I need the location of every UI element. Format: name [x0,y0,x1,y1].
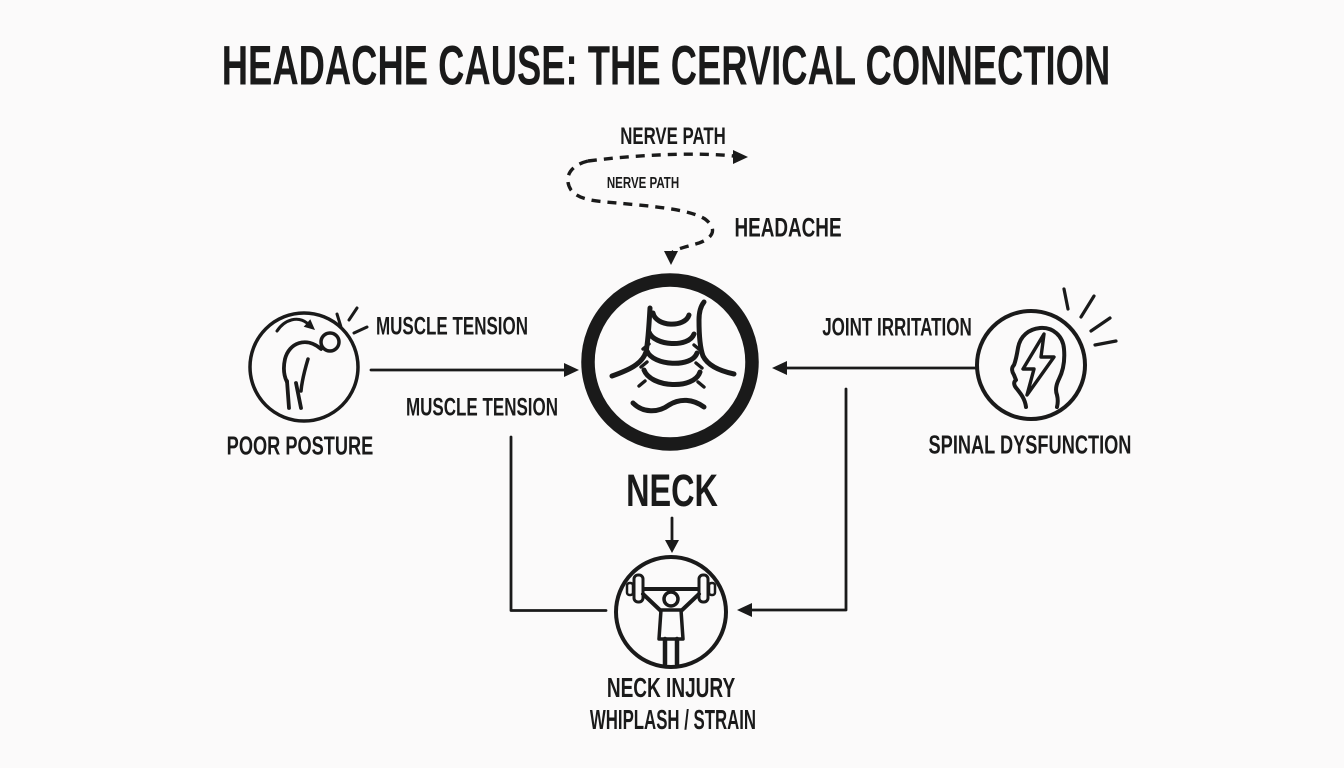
headache-label: HEADACHE [734,212,842,243]
muscle-tension-label-above: MUSCLE TENSION [375,312,529,341]
poor-posture-label: POOR POSTURE [226,430,374,461]
muscle-tension-arrow [369,363,579,377]
spinal-dysfunction-label: SPINAL DYSFUNCTION [928,429,1132,460]
right-connector-arrow [737,387,848,617]
hunched-person-icon [248,306,369,423]
neck-to-injury-arrow [665,516,679,553]
joint-irritation-arrow [772,361,978,375]
neck-label: NECK [626,465,718,516]
left-connector-line [509,435,608,612]
nerve-path-label-secondary: NERVE PATH [606,175,680,192]
joint-irritation-label: JOINT IRRITATION [822,313,972,342]
muscle-tension-label-below: MUSCLE TENSION [405,393,559,422]
neck-injury-label: NECK INJURY [606,672,736,703]
page-title: HEADACHE CAUSE: THE CERVICAL CONNECTION [221,33,1111,97]
dashed-nerve-path-arrow [566,150,748,265]
cervical-spine-neck-icon [581,273,759,451]
whiplash-strain-label: WHIPLASH / STRAIN [589,704,757,735]
head-lightning-icon [975,287,1118,421]
nerve-path-label-primary: NERVE PATH [620,123,726,150]
weightlifter-icon [614,555,728,669]
